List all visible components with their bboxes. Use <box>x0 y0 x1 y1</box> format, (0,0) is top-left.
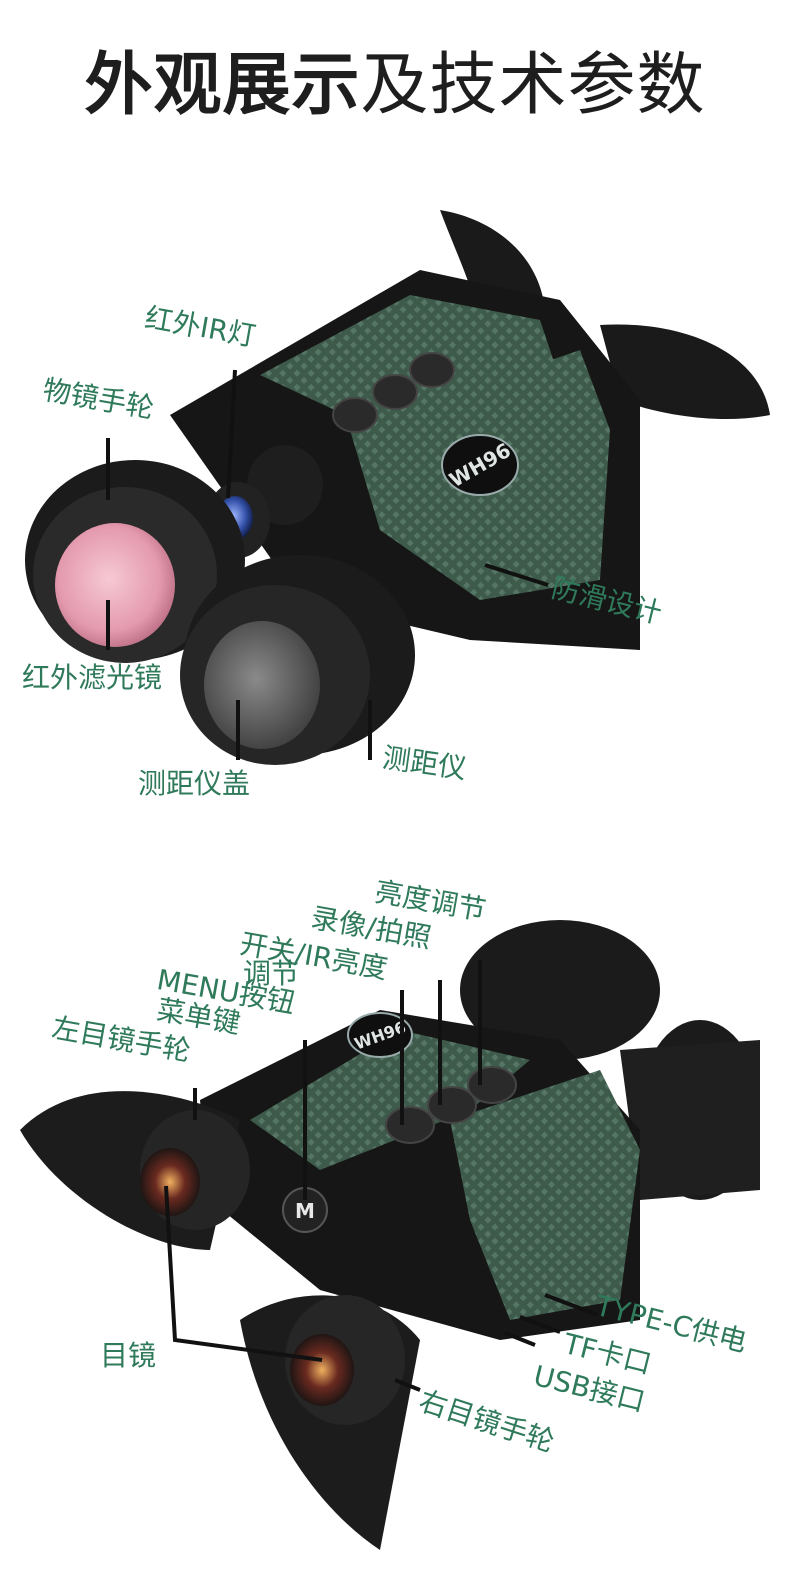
right-eyepiece <box>240 1295 420 1550</box>
label-ir-filter: 红外滤光镜 <box>22 661 163 694</box>
menu-key: M <box>282 1187 328 1233</box>
binocular-front-illustration: WH96 <box>25 210 770 765</box>
page-title: 外观展示及技术参数 <box>84 46 706 125</box>
svg-text:M: M <box>295 1199 315 1223</box>
leader-lines <box>106 369 549 760</box>
top-buttons <box>332 352 455 433</box>
eyecup-rear-right <box>600 324 770 420</box>
device-front-view: WH96 红外IR灯 物镜手轮 防滑设计 <box>0 200 790 820</box>
label-power-ir-line2: 调节 <box>243 957 300 990</box>
binocular-rear-illustration: WH96 M <box>20 920 760 1550</box>
brand-badge-rear: WH96 <box>347 1012 413 1058</box>
label-rangefinder-cap: 测距仪盖 <box>138 767 251 800</box>
left-eyepiece <box>20 1091 250 1250</box>
objective-lens-ir-filter <box>25 460 245 663</box>
brand-badge: WH96 <box>441 434 519 496</box>
leader-lines-rear <box>164 960 599 1392</box>
rangefinder-lens <box>180 555 415 765</box>
device-rear-view: WH96 M <box>0 870 790 1590</box>
label-eyepiece: 目镜 <box>100 1339 157 1372</box>
